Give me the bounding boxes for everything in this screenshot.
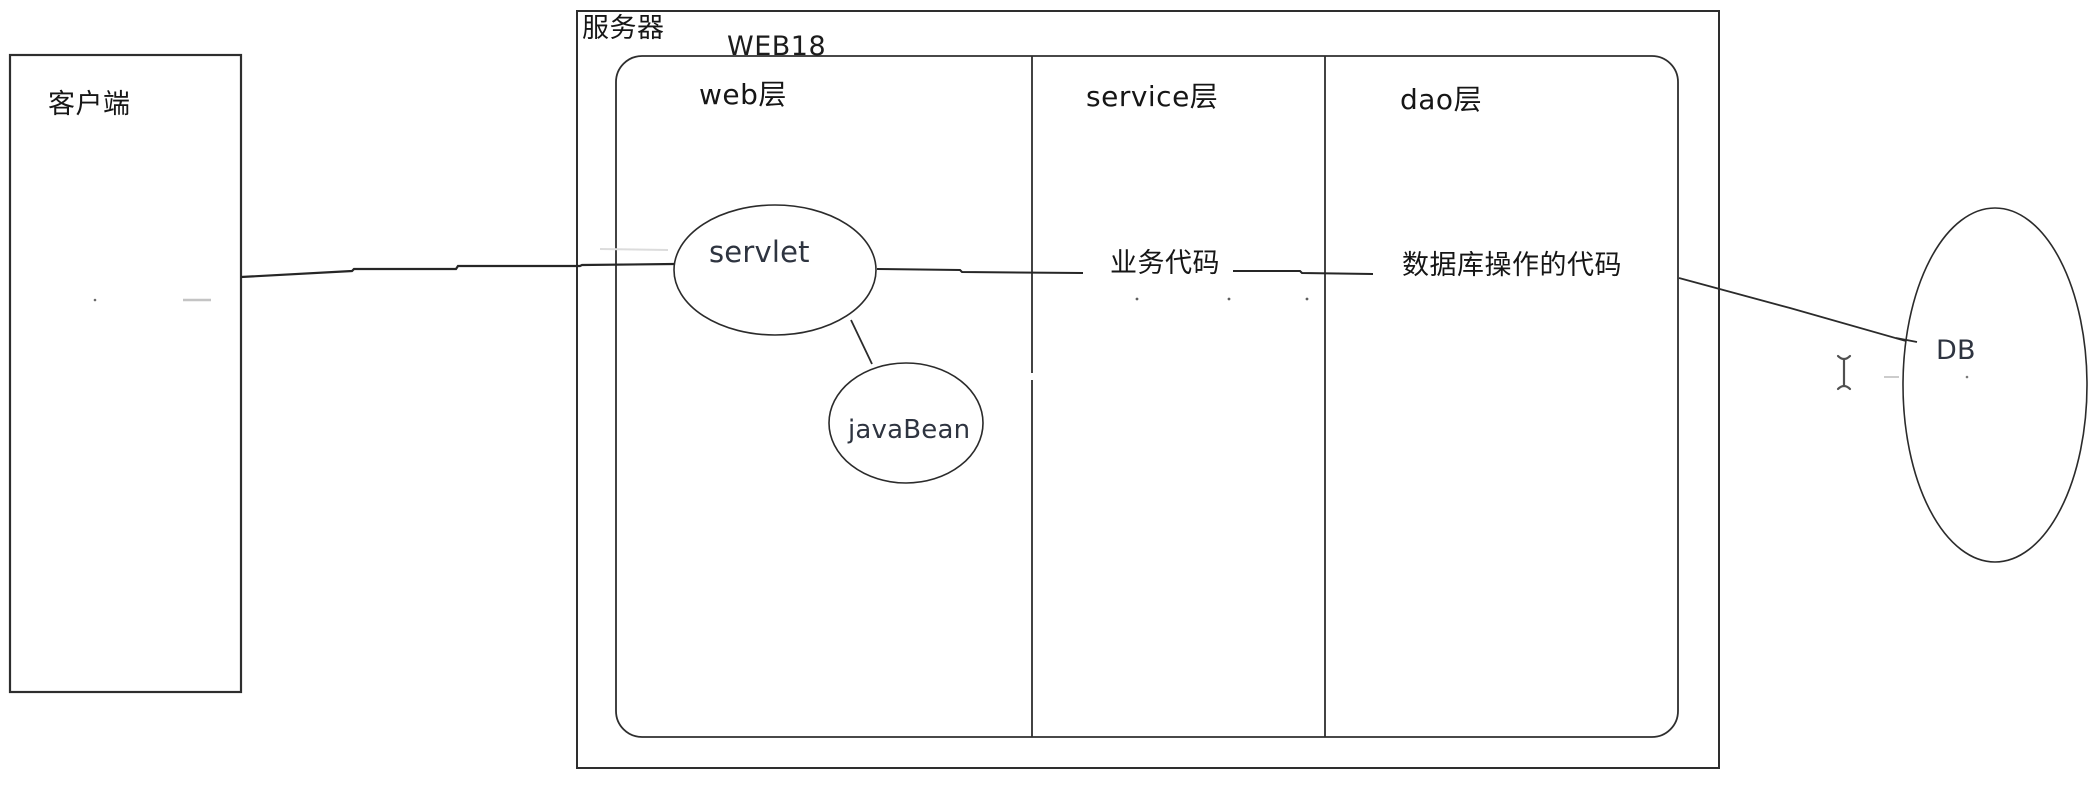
column-label-service: service层 (1086, 80, 1219, 113)
column-label-dao: dao层 (1400, 83, 1483, 116)
web-container-box (615, 55, 1679, 738)
server-box (576, 10, 1720, 769)
column-label-web: web层 (699, 78, 787, 111)
dao-code-label: 数据库操作的代码 (1402, 250, 1622, 281)
service-code-label: 业务代码 (1110, 248, 1220, 279)
faint-marks (93, 248, 1969, 379)
connector-db-end-tick (1895, 337, 1918, 343)
javabean-ellipse (828, 362, 984, 484)
db-ellipse (1902, 207, 2088, 563)
db-label: DB (1936, 335, 1976, 366)
client-box (8, 53, 243, 694)
server-banner-label: WEB18 (727, 31, 827, 62)
connector-dao-code-to-db (1678, 277, 1907, 342)
servlet-label: servlet (709, 235, 810, 269)
text-ibeam-cursor-icon (1836, 354, 1852, 391)
servlet-ellipse (673, 204, 877, 336)
client-label: 客户端 (48, 89, 131, 120)
javabean-label: javaBean (848, 415, 971, 445)
connector-servlet-to-javabean (850, 319, 873, 365)
connector-client-to-servlet (240, 262, 675, 279)
connector-servlet-to-service-code (876, 268, 1084, 274)
server-label: 服务器 (582, 13, 665, 44)
connector-service-code-to-dao-code (1233, 270, 1374, 275)
